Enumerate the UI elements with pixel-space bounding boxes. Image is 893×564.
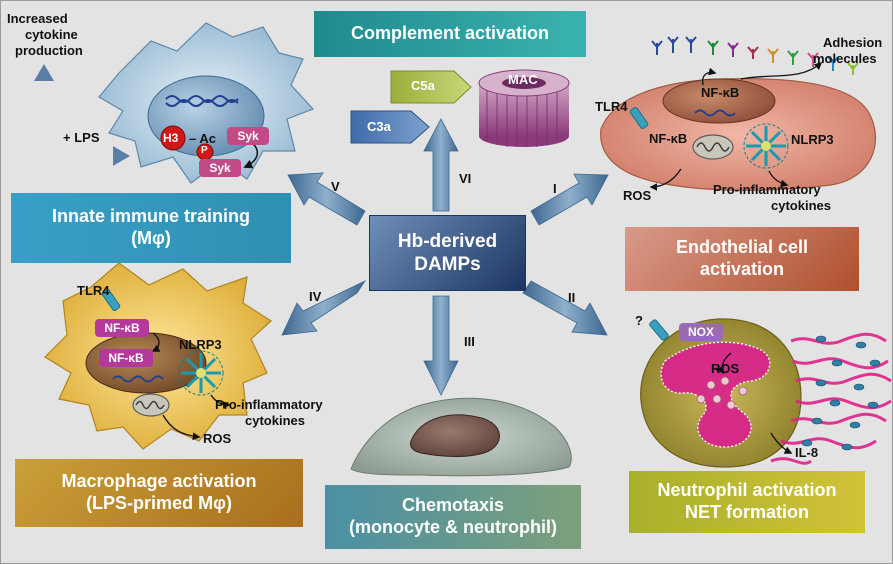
pathway-arrows [281, 118, 609, 396]
complement-title: Complement activation [350, 23, 550, 44]
y-axis-label-line1: Increased [7, 11, 68, 26]
chemotaxis-title-line2: (monocyte & neutrophil) [349, 517, 557, 537]
acetyl-label: – Ac [189, 131, 216, 146]
macrophage-cytokines-line2: cytokines [245, 413, 305, 428]
nox-label: NOX [679, 323, 723, 341]
training-title-line1: Innate immune training [51, 206, 251, 227]
y-axis-label-line3: production [15, 43, 83, 58]
endothelial-ros-label: ROS [623, 188, 652, 203]
path-label-v: V [331, 179, 340, 194]
complement-art [350, 69, 570, 147]
c5a-label: C5a [411, 78, 435, 93]
macrophage-cytokines-line1: Pro-inflammatory [215, 397, 323, 412]
h3-label: H3 [163, 131, 179, 145]
phospho-label: P [201, 145, 208, 156]
endothelial-nlrp3-label: NLRP3 [791, 132, 834, 147]
arrow-iii [423, 295, 459, 396]
lps-primed-macrophage-art [44, 262, 272, 450]
macrophage-title-line1: Macrophage activation [61, 471, 257, 492]
training-title-line2: (Mφ) [131, 228, 171, 248]
migrating-cell-art [350, 397, 572, 477]
endothelial-cytokines-line1: Pro-inflammatory [713, 182, 821, 197]
endothelial-nfkb-nucleus: NF-κB [701, 85, 740, 100]
arrow-iv [281, 280, 367, 336]
x-axis-label: + LPS [63, 130, 100, 145]
path-label-vi: VI [459, 171, 472, 186]
center-line1: Hb-derived [397, 230, 498, 252]
unknown-receptor-label: ? [635, 313, 643, 328]
c3a-label: C3a [367, 119, 391, 134]
endothelial-title-box: Endothelial cell activation [625, 227, 859, 291]
chemotaxis-title-box: Chemotaxis (monocyte & neutrophil) [325, 485, 581, 549]
macrophage-nfkb-nucleus: NF-κB [99, 349, 153, 367]
arrow-ii [522, 280, 608, 336]
path-label-iii: III [464, 334, 475, 349]
neutrophil-art [640, 318, 892, 468]
center-box: Hb-derived DAMPs [369, 215, 526, 291]
macrophage-ros-label: ROS [203, 431, 232, 446]
macrophage-tlr4-label: TLR4 [77, 283, 110, 298]
endothelial-cytokines-line2: cytokines [771, 198, 831, 213]
endothelial-cell-art [600, 36, 877, 191]
syk-top-label: Syk [227, 127, 269, 145]
macrophage-title-line2: (LPS-primed Mφ) [86, 493, 232, 513]
mac-label: MAC [508, 72, 538, 87]
complement-title-box: Complement activation [314, 11, 586, 57]
il8-label: IL-8 [795, 445, 819, 460]
chemotaxis-title-line1: Chemotaxis [401, 495, 505, 516]
center-line2: DAMPs [414, 254, 481, 275]
arrow-i [530, 173, 609, 226]
neutrophil-title-line2: NET formation [685, 502, 809, 522]
endothelial-tlr4-label: TLR4 [595, 99, 628, 114]
endothelial-title-line1: Endothelial cell [675, 237, 809, 258]
adhesion-label-line1: Adhesion [823, 35, 883, 50]
adhesion-label-line2: molecules [813, 51, 877, 66]
macrophage-nfkb-cytoplasm: NF-κB [95, 319, 149, 337]
arrow-vi [423, 118, 459, 212]
training-title-box: Innate immune training (Mφ) [11, 193, 291, 263]
macrophage-title-box: Macrophage activation (LPS-primed Mφ) [15, 459, 303, 527]
path-label-iv: IV [309, 289, 322, 304]
syk-bottom-label: Syk [199, 159, 241, 177]
path-label-i: I [553, 181, 557, 196]
y-axis-label-line2: cytokine [25, 27, 78, 42]
endothelial-nfkb-cytoplasm: NF-κB [649, 131, 688, 146]
arrow-v [287, 172, 366, 226]
neutrophil-title-box: Neutrophil activation NET formation [629, 471, 865, 533]
neutrophil-ros-label: ROS [711, 361, 740, 376]
macrophage-nlrp3-label: NLRP3 [179, 337, 222, 352]
path-label-ii: II [568, 290, 576, 305]
endothelial-title-line2: activation [699, 259, 785, 279]
neutrophil-title-line1: Neutrophil activation [657, 480, 837, 501]
